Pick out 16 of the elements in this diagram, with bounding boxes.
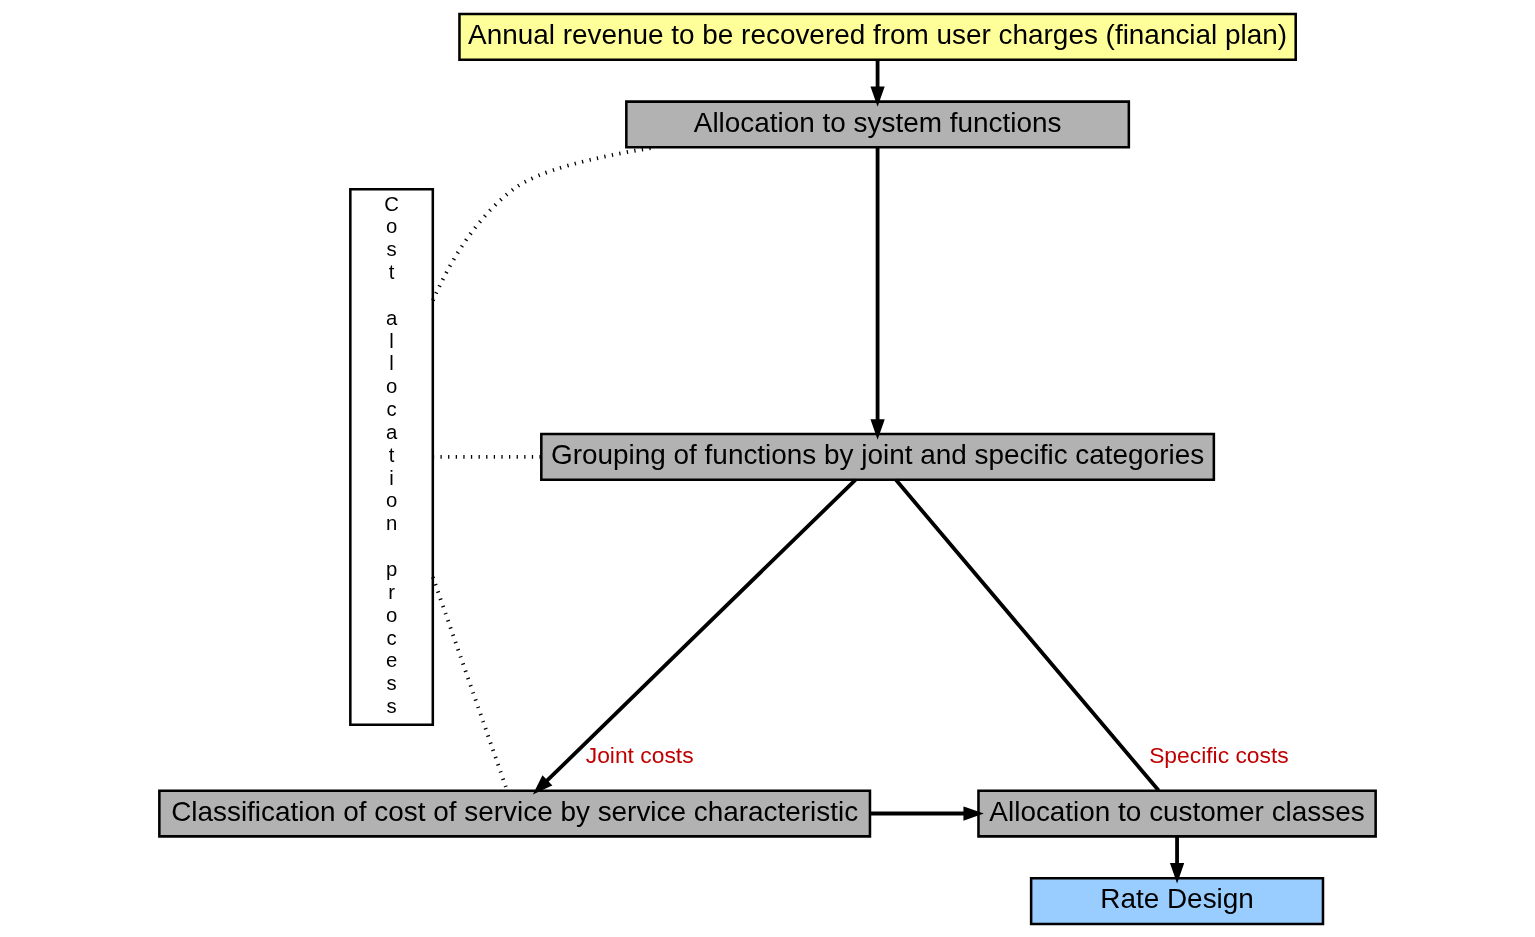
node-box: Rate Design — [1029, 876, 1325, 925]
node-box: Grouping of functions by joint and specific categories — [540, 432, 1216, 481]
node-box: Annual revenue to be recovered from user charges (financial plan) — [458, 12, 1297, 61]
edge-label: Joint costs — [585, 741, 694, 768]
edge-label: Specific costs — [1149, 741, 1289, 768]
connector — [432, 454, 541, 459]
arrow — [870, 59, 885, 107]
arrow — [870, 805, 984, 821]
arrow — [532, 477, 857, 794]
connector — [894, 478, 1161, 792]
node-box: Allocation to system functions — [625, 99, 1131, 149]
node-box: Classification of cost of service by service characteristic — [158, 788, 872, 838]
arrow — [870, 146, 885, 440]
node-box: Cost allocation process — [349, 187, 435, 726]
node-box: Allocation to customer classes — [977, 788, 1377, 838]
arrow — [1169, 836, 1185, 883]
